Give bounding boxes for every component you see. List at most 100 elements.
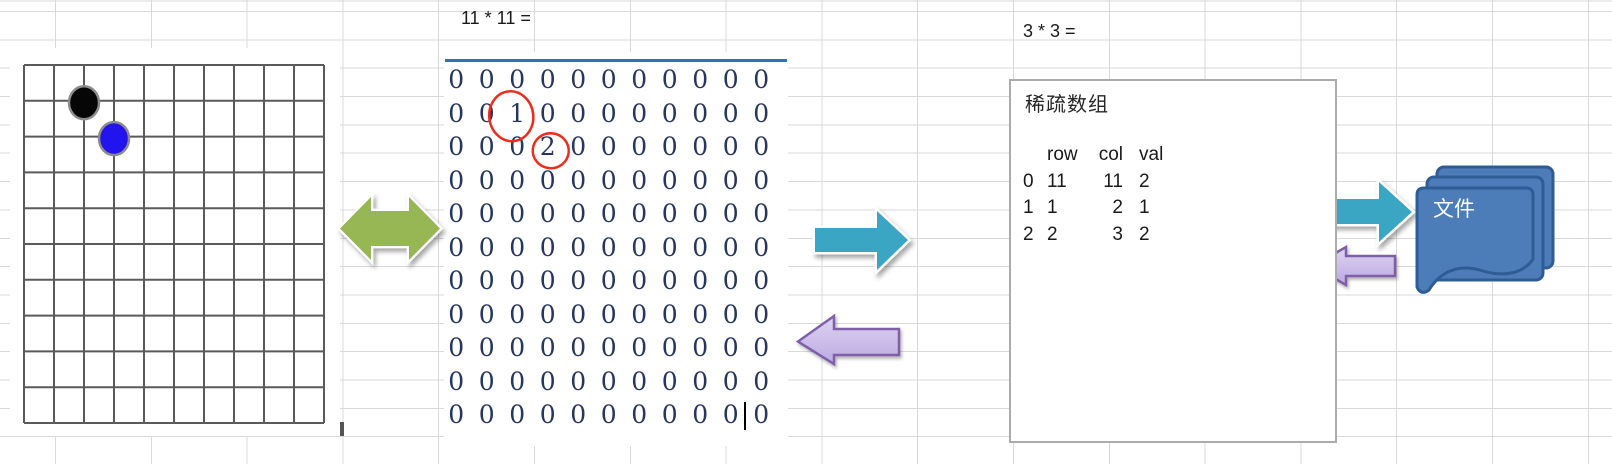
- file-stack[interactable]: 文件: [1415, 165, 1555, 294]
- sparse-table-row-cell: 2: [1112, 197, 1123, 218]
- green-double-arrow-icon[interactable]: [336, 191, 444, 266]
- blue-stone[interactable]: [97, 120, 131, 157]
- black-stone[interactable]: [67, 85, 101, 121]
- purple-left-arrow-icon[interactable]: [795, 313, 901, 367]
- matrix-cell: 0: [722, 232, 739, 262]
- matrix-cell: 0: [570, 132, 587, 162]
- matrix-cell: 0: [600, 65, 617, 95]
- stray-cursor-mark: [340, 422, 344, 436]
- matrix-cell: 0: [661, 65, 678, 95]
- matrix-cell: 0: [478, 165, 495, 195]
- sparse-table-header-cell: row: [1047, 144, 1078, 165]
- matrix-cell: 2: [539, 132, 556, 162]
- matrix-cell: 0: [692, 266, 709, 296]
- matrix-cell: 0: [539, 266, 556, 296]
- matrix-cell: 0: [722, 98, 739, 128]
- matrix-cell: 0: [509, 232, 526, 262]
- file-card-front: [1415, 186, 1535, 294]
- matrix-cell: 0: [478, 299, 495, 329]
- matrix-cell: 0: [570, 199, 587, 229]
- matrix-cell: 0: [600, 232, 617, 262]
- matrix-cell: 0: [448, 199, 465, 229]
- matrix-cell: 0: [692, 333, 709, 363]
- matrix-cell: 0: [722, 366, 739, 396]
- file-card-middle: [1425, 175, 1545, 282]
- matrix-cell: 0: [661, 400, 678, 430]
- matrix-cell: 0: [661, 232, 678, 262]
- matrix-cell: 0: [631, 266, 648, 296]
- matrix-cell: 0: [722, 199, 739, 229]
- teal-right-arrow-icon[interactable]: [812, 205, 912, 276]
- matrix-cell: 0: [753, 165, 770, 195]
- matrix-cell: 0: [539, 199, 556, 229]
- matrix-cell: 0: [753, 132, 770, 162]
- matrix-cell: 0: [631, 98, 648, 128]
- matrix-cell: 0: [631, 165, 648, 195]
- matrix-cell: 0: [570, 299, 587, 329]
- matrix-cell: 0: [509, 199, 526, 229]
- matrix-cell: 0: [478, 266, 495, 296]
- matrix-cell: 0: [478, 400, 495, 430]
- go-board[interactable]: [23, 64, 325, 424]
- matrix-cell: 0: [692, 232, 709, 262]
- matrix-cell: 0: [448, 400, 465, 430]
- matrix-cell: 0: [722, 400, 739, 430]
- matrix-cell: 0: [448, 266, 465, 296]
- matrix-cell: 0: [722, 333, 739, 363]
- matrix-cell: 0: [600, 165, 617, 195]
- matrix-cell: 0: [478, 366, 495, 396]
- matrix-cell: 0: [509, 400, 526, 430]
- matrix-cell: 0: [509, 132, 526, 162]
- sparse-table-row-cell: 0: [1023, 170, 1034, 192]
- matrix-cell: 0: [448, 366, 465, 396]
- board-grid-lines: [23, 64, 325, 424]
- sparse-table-header-cell: col: [1098, 144, 1123, 165]
- sparse-table-row: 0 11 11 2: [1011, 169, 1163, 196]
- matrix-cell: 0: [478, 65, 495, 95]
- sparse-table-row-cell: 2: [1047, 223, 1058, 245]
- sparse-size-label[interactable]: 3 * 3 =: [1023, 21, 1076, 41]
- matrix-cell: 0: [631, 333, 648, 363]
- matrix-cell: 0: [692, 366, 709, 396]
- matrix-cell: 0: [692, 165, 709, 195]
- matrix-cell: 0: [631, 366, 648, 396]
- matrix-cell: 0: [661, 299, 678, 329]
- matrix-cell: 0: [753, 400, 770, 430]
- matrix-cell: 0: [570, 366, 587, 396]
- sparse-table-row-cell: 1: [1023, 197, 1034, 218]
- matrix-cell: 0: [600, 299, 617, 329]
- matrix-cell: 0: [570, 333, 587, 363]
- matrix-cell: 0: [600, 199, 617, 229]
- file-card-back: [1435, 165, 1555, 270]
- matrix-cell: 0: [661, 165, 678, 195]
- matrix-cell: 0: [448, 132, 465, 162]
- matrix-cell: 0: [753, 98, 770, 128]
- matrix-size-label[interactable]: 11 * 11 =: [461, 8, 531, 28]
- matrix-cell: 0: [570, 400, 587, 430]
- matrix-cell: 0: [539, 366, 556, 396]
- matrix-cell: 0: [661, 98, 678, 128]
- sparse-table-row-cell: 11: [1103, 170, 1123, 192]
- matrix-cell: 0: [539, 232, 556, 262]
- sparse-table-row-cell: 3: [1112, 223, 1123, 245]
- sparse-table-row-cell: 11: [1047, 170, 1067, 192]
- matrix-cell: 0: [661, 199, 678, 229]
- matrix-cell: 0: [509, 299, 526, 329]
- matrix-cell: 0: [600, 366, 617, 396]
- sparse-table-row-cell: 2: [1139, 170, 1150, 192]
- sparse-table-row-cell: 2: [1023, 223, 1034, 245]
- matrix-cell: 0: [600, 266, 617, 296]
- matrix-cell: 0: [692, 65, 709, 95]
- matrix-cell: 0: [509, 165, 526, 195]
- matrix-cell: 0: [753, 299, 770, 329]
- matrix-cell: 0: [539, 400, 556, 430]
- matrix-cell: 0: [478, 232, 495, 262]
- matrix-cell: 0: [478, 333, 495, 363]
- matrix-cell: 0: [448, 333, 465, 363]
- matrix-cell: 0: [570, 98, 587, 128]
